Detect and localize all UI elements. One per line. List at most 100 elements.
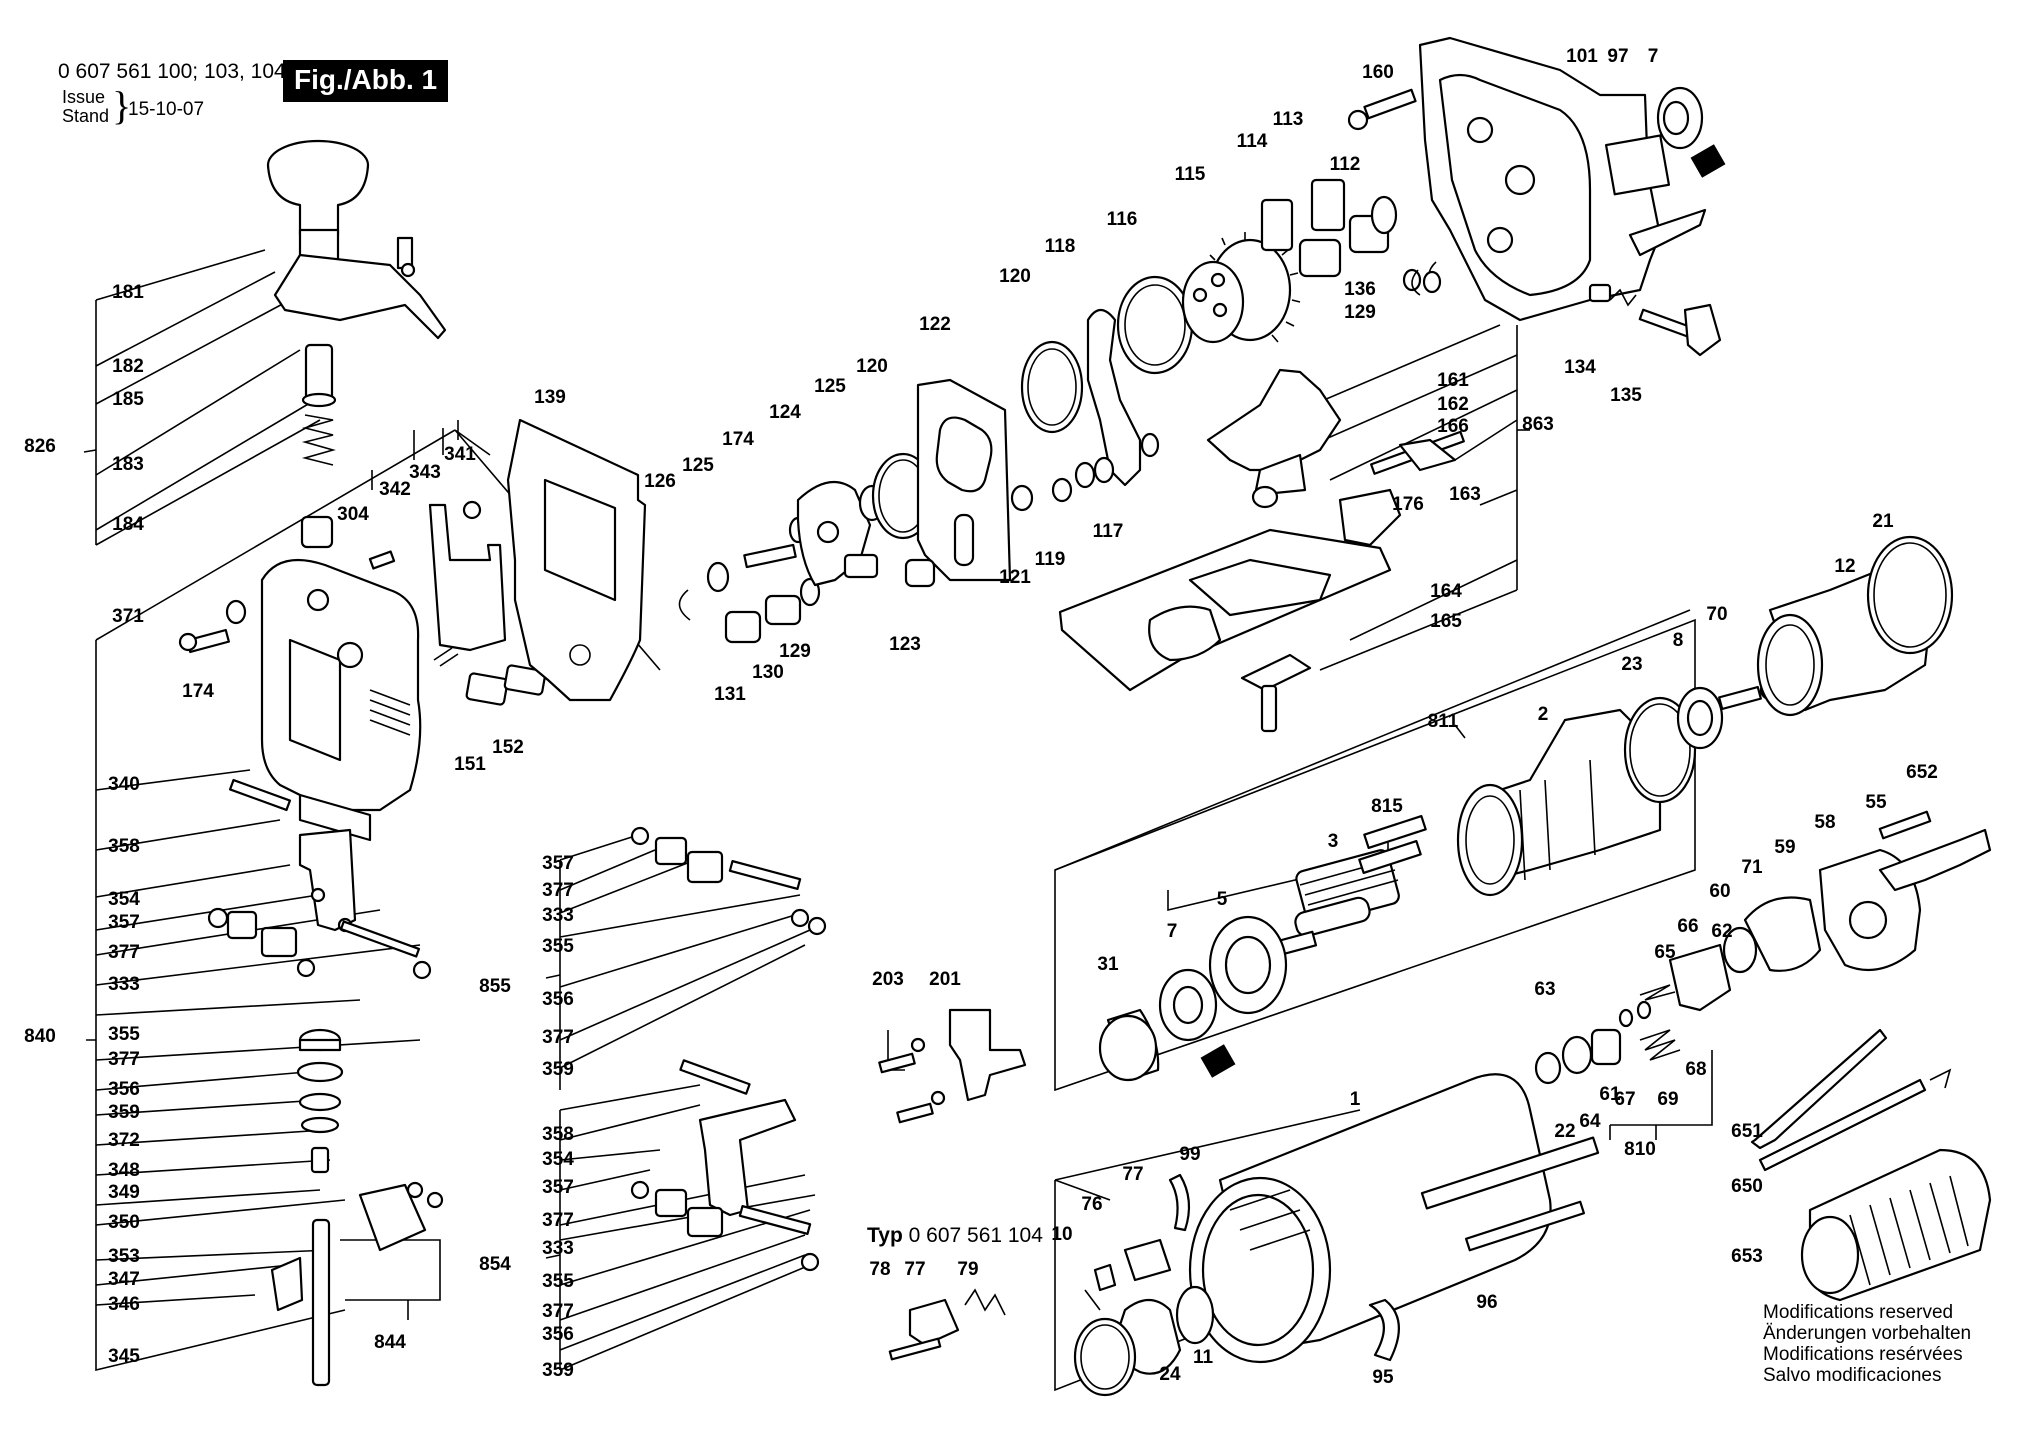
part-label: 161 <box>1437 370 1469 391</box>
part-label: 120 <box>856 356 888 377</box>
part-label: 377 <box>542 1027 574 1048</box>
part-label: 176 <box>1392 494 1424 515</box>
pin-358 <box>228 778 292 812</box>
motor-housing-part <box>1168 1073 1600 1364</box>
bracket-840 <box>86 429 456 1372</box>
part-label: 99 <box>1179 1144 1200 1165</box>
guide-bracket-part <box>298 828 357 933</box>
part-label: 118 <box>1045 236 1076 257</box>
part-label: 23 <box>1621 654 1642 675</box>
part-label: 650 <box>1731 1176 1763 1197</box>
part-label: 815 <box>1371 796 1403 817</box>
part-label: 359 <box>108 1102 140 1123</box>
rear-parts <box>1073 1238 1215 1397</box>
part-label: 96 <box>1476 1292 1497 1313</box>
part-label: 377 <box>542 1301 574 1322</box>
spring-clip-part <box>428 500 507 667</box>
part-label: 63 <box>1534 979 1555 1000</box>
part-label: 357 <box>108 912 140 933</box>
part-label: 123 <box>889 634 921 655</box>
part-label: 377 <box>108 1049 140 1070</box>
type-number: 0 607 561 104 <box>908 1224 1043 1247</box>
part-label: 122 <box>919 314 951 335</box>
part-label: 12 <box>1834 556 1855 577</box>
part-label: 8 <box>1673 630 1684 651</box>
bracket-844 <box>340 1239 441 1320</box>
part-label: 97 <box>1607 46 1628 67</box>
note-fr: Modifications resérvées <box>1763 1344 1963 1365</box>
part-label: 203 <box>872 969 904 990</box>
note-de: Änderungen vorbehalten <box>1763 1323 1972 1344</box>
bracket-863 <box>1229 324 1530 671</box>
roller-assembly-left <box>207 907 432 980</box>
bracket-815 <box>1167 835 1389 912</box>
part-label: 151 <box>454 754 486 775</box>
bracket-1 <box>1054 1109 1361 1392</box>
part-label: 134 <box>1564 357 1596 378</box>
part-label: 377 <box>542 880 574 901</box>
brush-bars <box>1358 814 1427 875</box>
small-rings-center <box>678 516 821 644</box>
part-label: 826 <box>24 436 56 457</box>
part-label: 340 <box>108 774 140 795</box>
bearing-7-top <box>1656 86 1726 178</box>
part-label: 652 <box>1906 762 1938 783</box>
ring-21 <box>1866 535 1954 655</box>
pad-parts <box>465 664 547 706</box>
part-label: 67 <box>1614 1089 1635 1110</box>
part-label: 333 <box>542 905 574 926</box>
part-label: 130 <box>752 662 784 683</box>
part-label: 22 <box>1554 1121 1575 1142</box>
part-label: 119 <box>1035 549 1066 570</box>
gear-housing-part <box>260 558 422 842</box>
part-label: 131 <box>714 684 746 705</box>
part-label: 355 <box>542 936 574 957</box>
part-label: 355 <box>542 1271 574 1292</box>
front-bearings <box>1098 915 1288 1082</box>
bracket-826 <box>83 249 321 546</box>
part-label: 116 <box>1107 209 1138 230</box>
part-label: 164 <box>1430 581 1462 602</box>
part-label: 347 <box>108 1269 140 1290</box>
part-label: 135 <box>1610 385 1642 406</box>
part-label: 184 <box>112 514 144 535</box>
part-label: 185 <box>112 389 144 410</box>
part-label: 77 <box>1122 1164 1143 1185</box>
part-label: 65 <box>1654 942 1676 963</box>
part-label: 354 <box>108 889 140 910</box>
bracket-811 <box>1054 609 1696 1092</box>
part-label: 129 <box>1344 302 1376 323</box>
part-label: 182 <box>112 356 144 377</box>
part-label: 377 <box>108 942 140 963</box>
part-label: 21 <box>1872 511 1894 532</box>
part-label: 124 <box>769 402 801 423</box>
part-label: 115 <box>1175 164 1206 185</box>
part-label: 121 <box>999 567 1031 588</box>
part-label: 1 <box>1350 1089 1361 1110</box>
clamp-block-part <box>358 1181 444 1252</box>
ring-136-129 <box>1411 269 1442 296</box>
part-label: 358 <box>542 1124 574 1145</box>
part-label: 343 <box>409 462 441 483</box>
spring-plunger-part <box>301 343 337 466</box>
part-label: 68 <box>1685 1059 1706 1080</box>
note-es: Salvo modificaciones <box>1763 1365 1942 1386</box>
plunger-rod-part <box>270 1218 331 1387</box>
type-prefix: Typ <box>867 1224 903 1247</box>
part-label: 139 <box>534 387 566 408</box>
part-label: 2 <box>1538 704 1549 725</box>
part-label: 117 <box>1093 521 1124 542</box>
part-label: 152 <box>492 737 524 758</box>
part-label: 77 <box>904 1259 925 1280</box>
part-label: 126 <box>644 471 676 492</box>
part-label: 58 <box>1814 812 1835 833</box>
part-label: 165 <box>1430 611 1462 632</box>
part-label: 333 <box>542 1238 574 1259</box>
part-label: 11 <box>1193 1347 1214 1368</box>
part-label: 129 <box>779 641 811 662</box>
part-label: 348 <box>108 1160 140 1181</box>
part-label: 840 <box>24 1026 56 1047</box>
part-label: 181 <box>112 282 144 303</box>
part-label: 201 <box>929 969 961 990</box>
part-label: 125 <box>682 455 714 476</box>
